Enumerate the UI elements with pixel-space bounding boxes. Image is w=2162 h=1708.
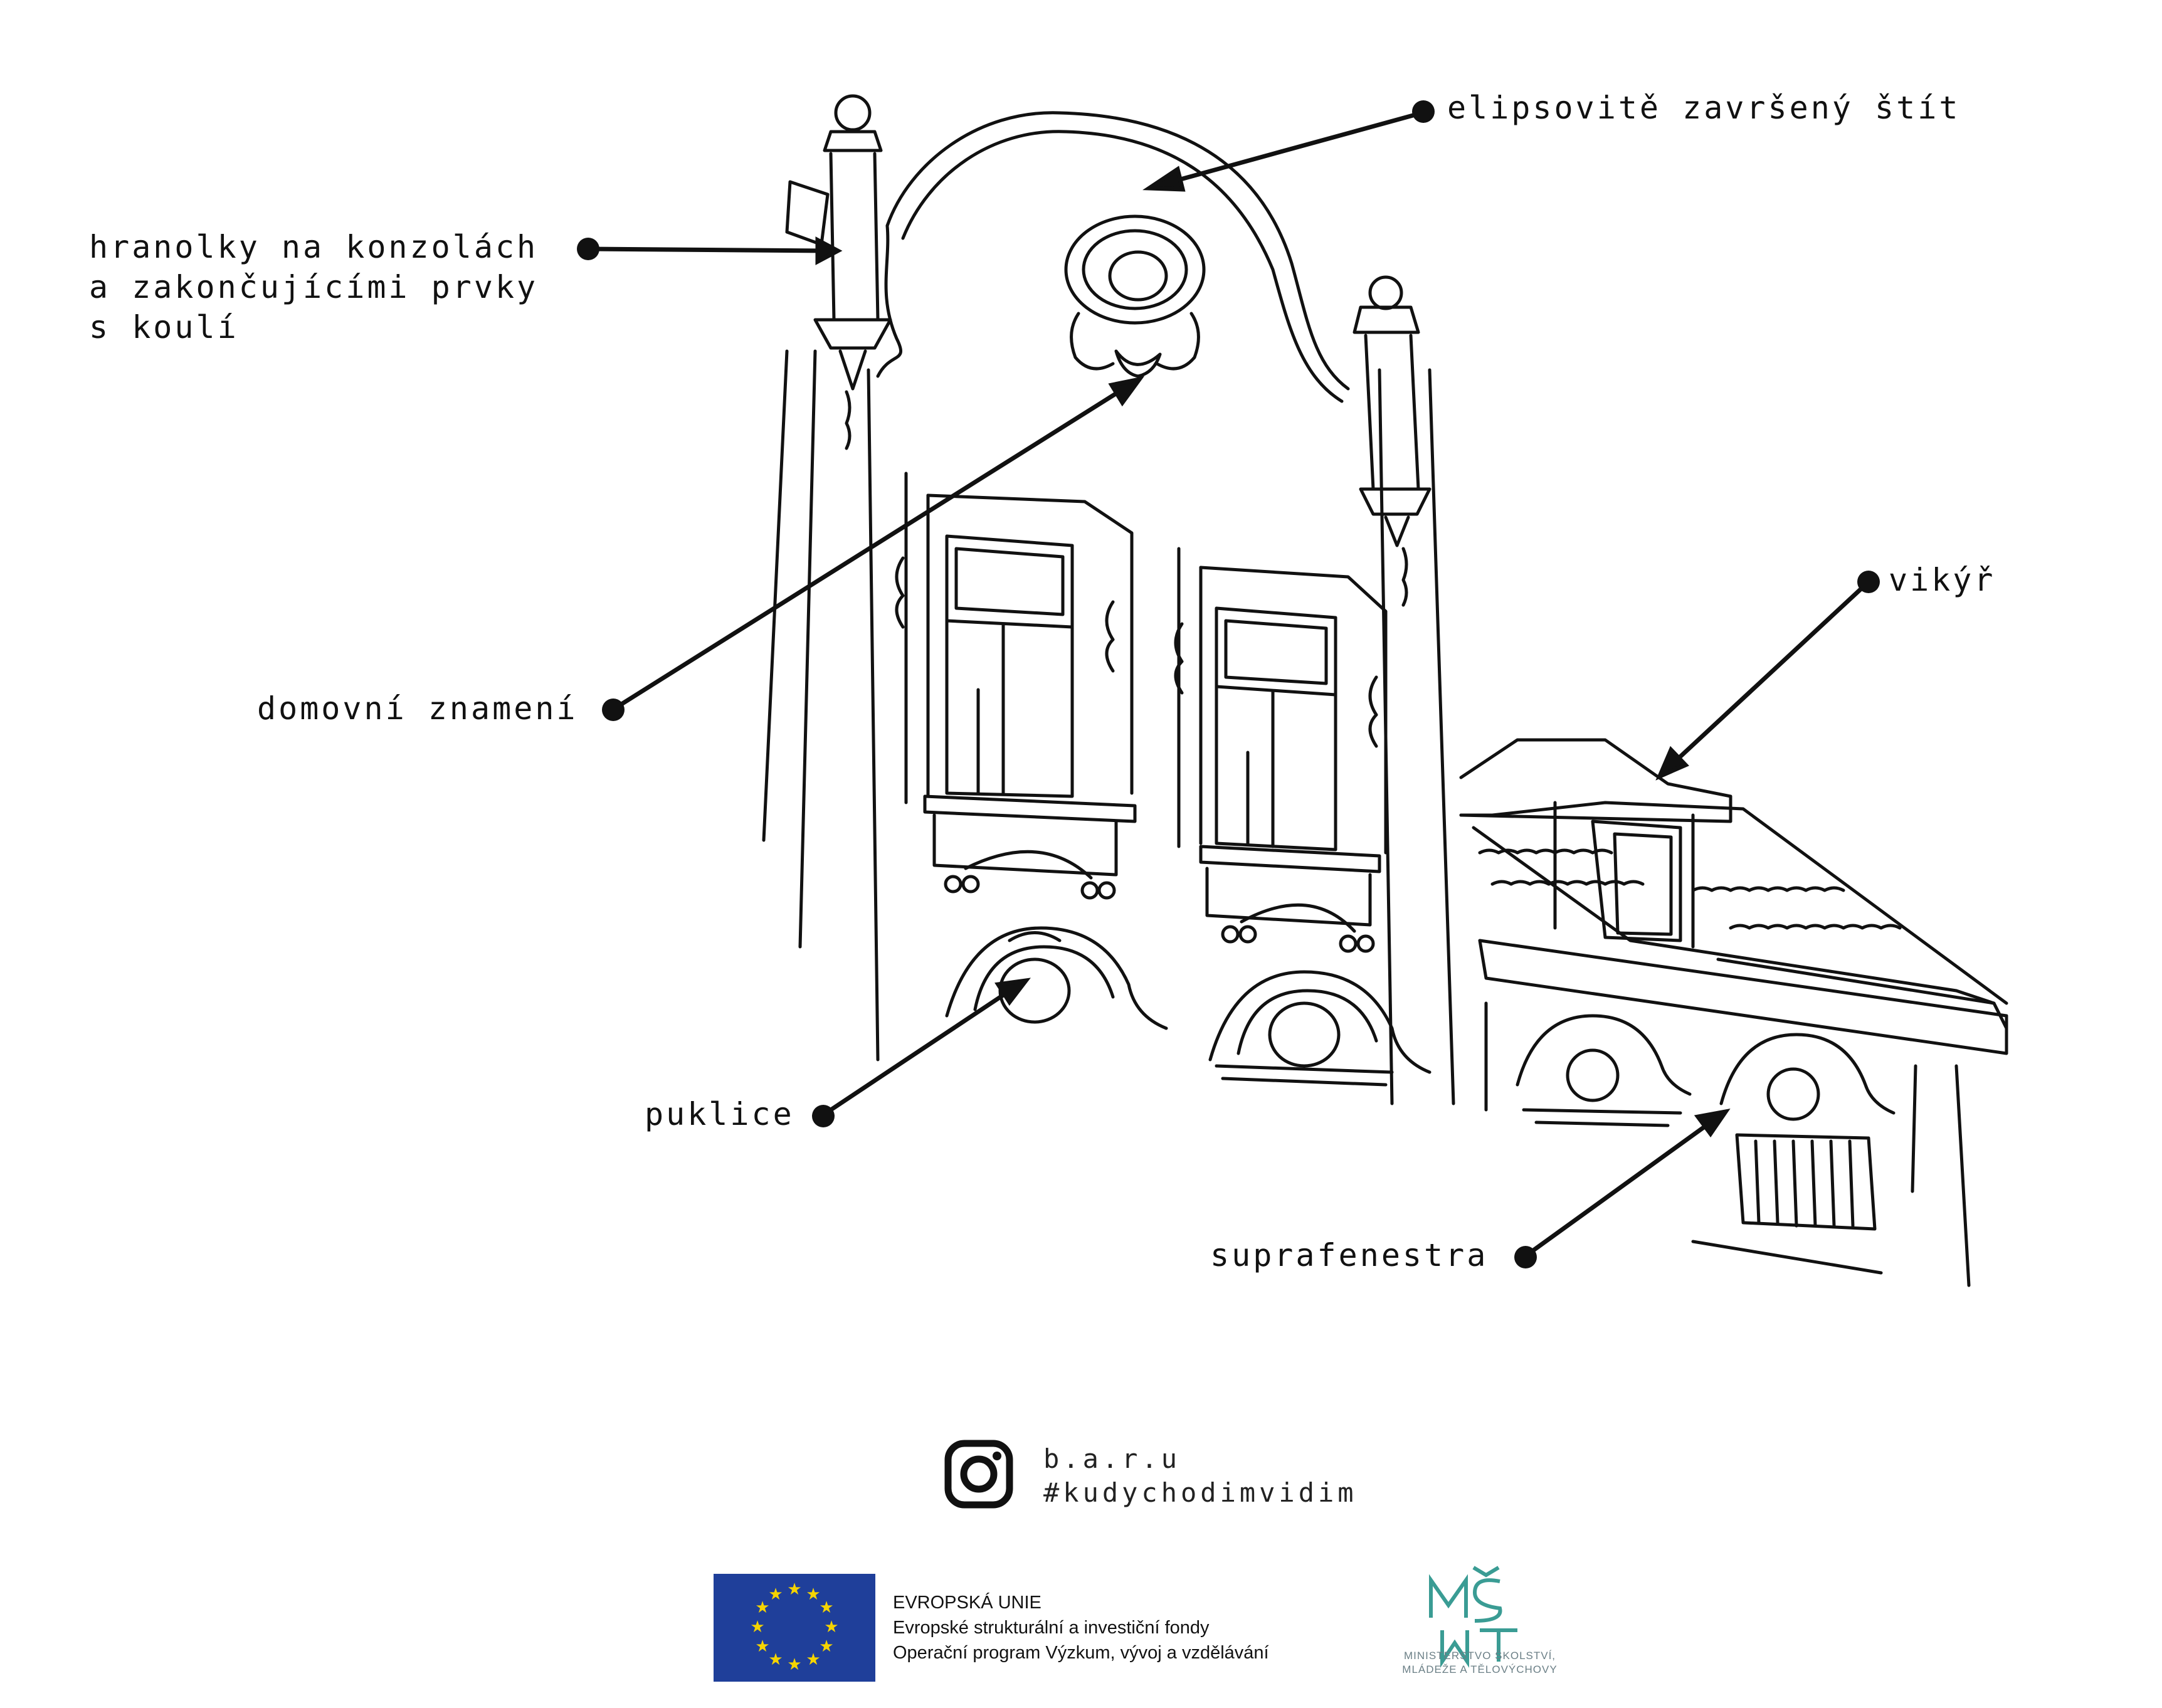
suprafenestra-leader <box>1523 1117 1717 1258</box>
svg-text:★: ★ <box>806 1585 820 1604</box>
dormer-leader <box>1665 579 1871 771</box>
pinnacles-label-line2: a zakončujícími prvky <box>89 269 539 305</box>
svg-text:★: ★ <box>787 1580 801 1599</box>
roundel-arrowhead <box>994 978 1031 1006</box>
eu-funding-text: EVROPSKÁ UNIE Evropské strukturální a in… <box>893 1590 1269 1665</box>
roundel-dot <box>812 1105 835 1127</box>
house-sign-leader <box>612 383 1131 711</box>
svg-text:★: ★ <box>806 1650 820 1669</box>
msmt-caption: MINISTERSTVO ŠKOLSTVÍ, MLÁDEŽE A TĚLOVÝC… <box>1373 1649 1586 1677</box>
dormer-label: vikýř <box>1889 562 1996 598</box>
gable-dot <box>1412 100 1435 123</box>
pinnacle-arrowhead <box>815 236 843 265</box>
suprafenestra-dot <box>1514 1246 1537 1268</box>
msmt-caption-line2: MLÁDEŽE A TĚLOVÝCHOVY <box>1402 1663 1558 1675</box>
instagram-handle: b.a.r.u <box>1043 1443 1181 1474</box>
msmt-caption-line1: MINISTERSTVO ŠKOLSTVÍ, <box>1403 1650 1556 1662</box>
gable-leader <box>1157 110 1425 187</box>
svg-text:★: ★ <box>787 1655 801 1674</box>
svg-text:★: ★ <box>755 1637 769 1656</box>
pinnacle-dot <box>577 238 599 260</box>
pinnacles-label-line3: s koulí <box>89 309 239 345</box>
svg-text:★: ★ <box>819 1637 833 1656</box>
house-sign-arrowhead <box>1108 376 1145 407</box>
eu-line-funds: Evropské strukturální a investiční fondy <box>893 1618 1210 1638</box>
svg-text:★: ★ <box>768 1650 783 1669</box>
svg-text:★: ★ <box>824 1618 838 1637</box>
gable-label: elipsovitě završený štít <box>1447 90 1961 126</box>
house-sign-dot <box>602 698 625 721</box>
instagram-icon-dot <box>993 1452 1001 1460</box>
eu-line-program: Operační program Výzkum, vývoj a vzděláv… <box>893 1643 1269 1663</box>
svg-text:★: ★ <box>755 1598 769 1617</box>
svg-text:★: ★ <box>768 1585 783 1604</box>
instagram-icon <box>944 1440 1013 1509</box>
pinnacle-leader <box>587 246 829 253</box>
suprafenestra-label: suprafenestra <box>1210 1237 1489 1273</box>
eu-line-union: EVROPSKÁ UNIE <box>893 1593 1041 1613</box>
eu-flag-logo: ★★★ ★★★ ★★★ ★★★ <box>714 1574 875 1682</box>
dormer-arrowhead <box>1655 746 1689 781</box>
svg-text:★: ★ <box>750 1618 764 1637</box>
suprafenestra-arrowhead <box>1694 1109 1731 1138</box>
gable-arrowhead <box>1142 166 1186 192</box>
instagram-hashtag: #kudychodimvidim <box>1043 1477 1358 1508</box>
roundels-label: puklice <box>645 1096 794 1132</box>
pinnacles-label-line1: hranolky na konzolách <box>89 229 539 265</box>
svg-text:★: ★ <box>819 1598 833 1617</box>
dormer-dot <box>1857 571 1880 593</box>
house-sign-label: domovní znamení <box>257 690 578 727</box>
msmt-logo <box>1429 1566 1517 1668</box>
roundel-leader <box>821 985 1017 1117</box>
